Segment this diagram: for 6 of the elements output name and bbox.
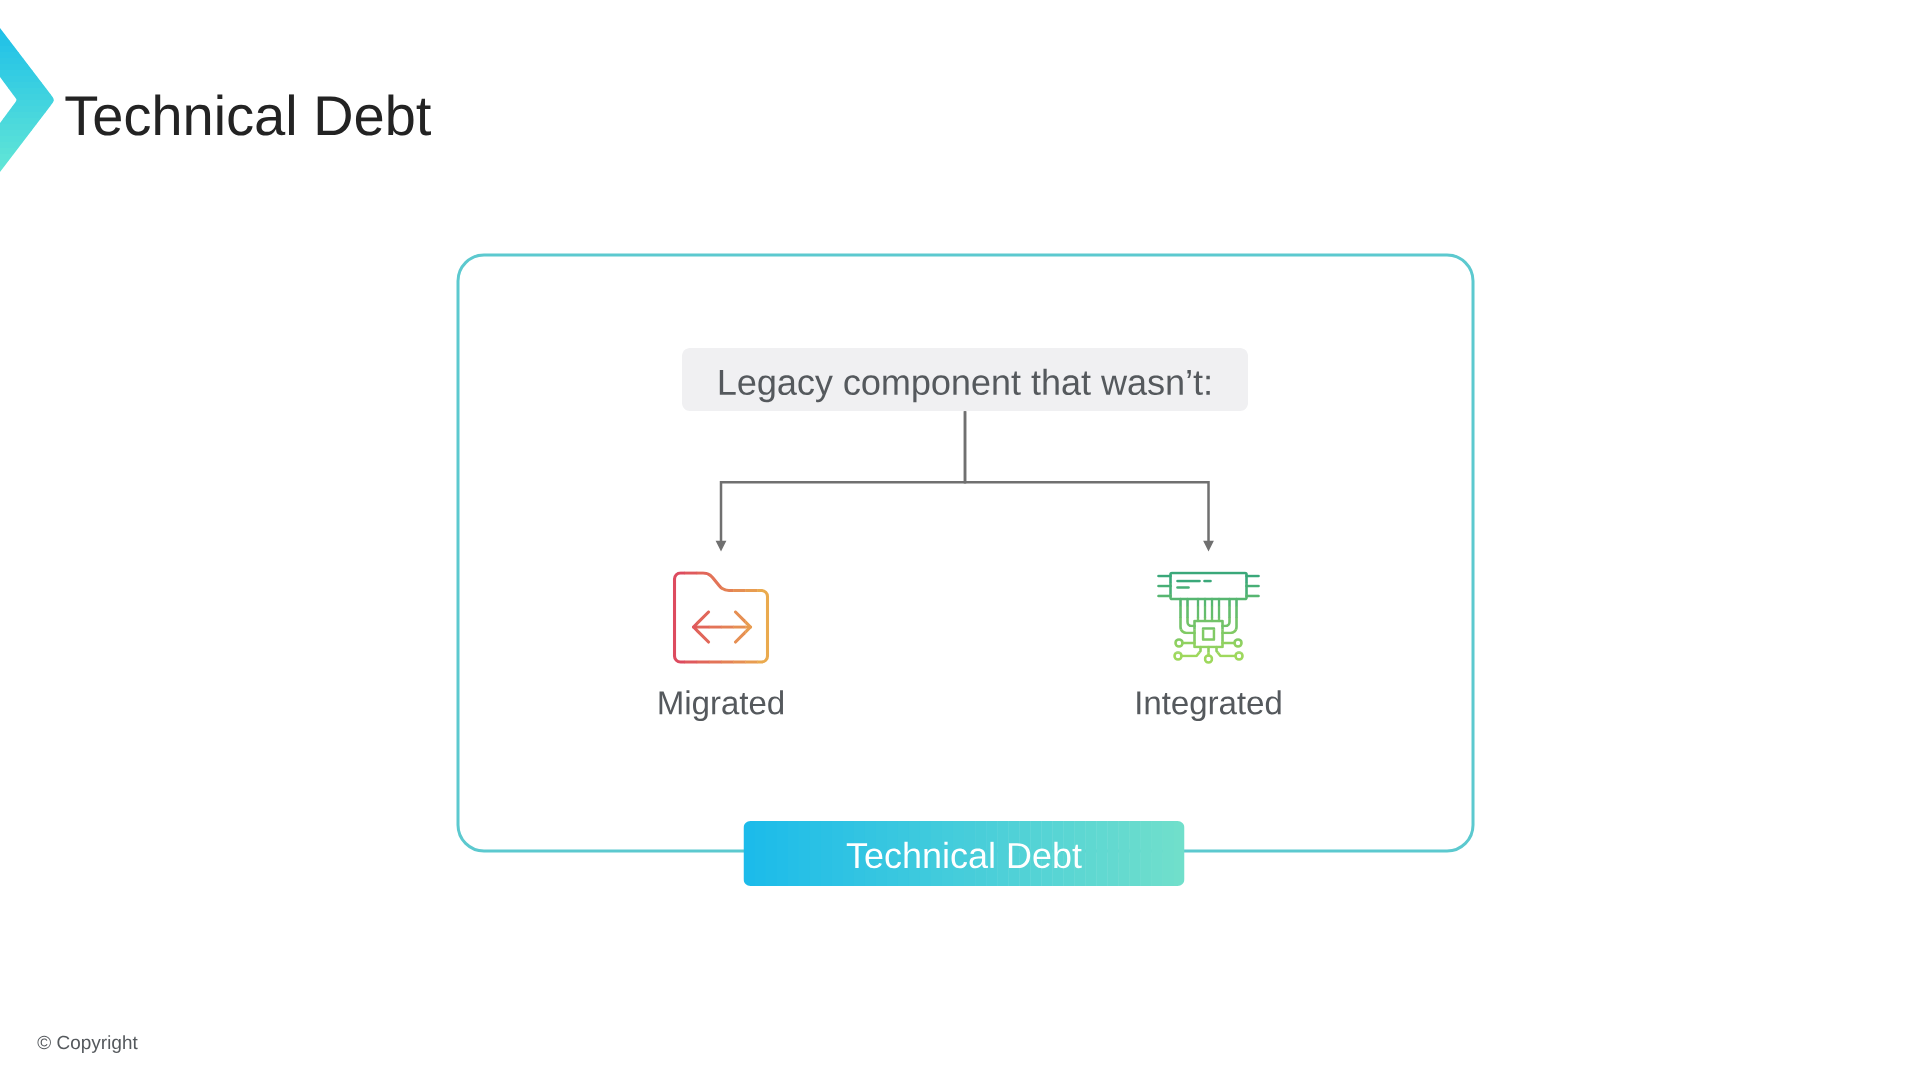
icon-caption: Migrated: [659, 690, 784, 722]
icon-caption: Integrated: [1137, 690, 1281, 722]
title-tab: Technical Debt: [743, 821, 1185, 886]
text-box: Legacy component that wasn’t:: [682, 348, 1248, 411]
copyright-note: © Copyright: [37, 1035, 138, 1053]
slide-title: Technical Debt: [65, 94, 431, 136]
